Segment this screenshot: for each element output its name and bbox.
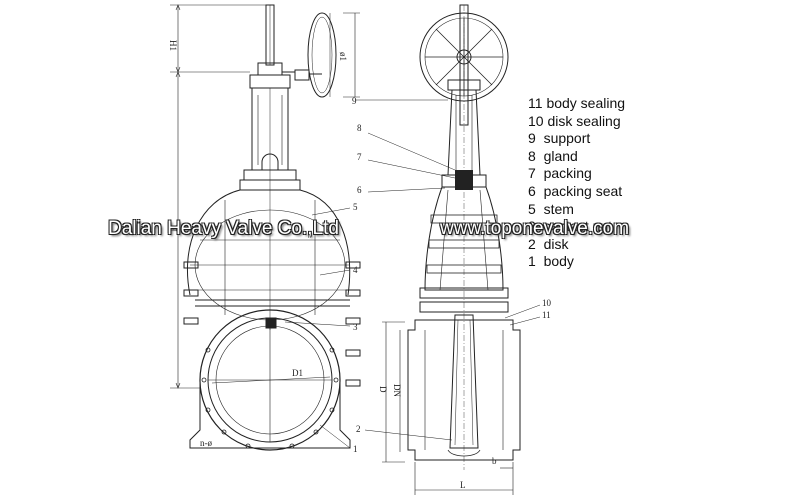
part-number: 2 [528,235,536,252]
part-item: 1 body [528,253,625,271]
part-name: stem [543,200,574,217]
callout-side-9: 9 [352,96,357,106]
part-name: support [543,130,591,147]
website-watermark: www.toponevalve.com [440,218,630,239]
part-item: 6 packing seat [528,183,625,201]
dim-d-label: D [378,386,388,393]
part-name: disk [543,235,569,252]
callout-front-1: 1 [353,444,358,454]
callout-side-6: 6 [357,185,362,195]
part-item: 3 contact nut [528,218,625,236]
part-number: 11 [528,95,543,111]
part-number: 3 [528,218,536,235]
part-number: 10 [528,112,544,129]
part-name: body [543,253,574,270]
part-number: 1 [528,253,536,270]
part-name: disk sealing [547,112,621,129]
part-name: gland [543,147,578,164]
callout-side-11: 11 [542,310,551,320]
callout-side-10: 10 [542,298,552,308]
callout-side-7: 7 [357,152,362,162]
callout-side-2: 2 [356,424,361,434]
front-view [170,4,361,451]
callout-front-3: 3 [353,322,358,332]
part-item: 9 support [528,130,625,148]
parts-legend: 11 body sealing 10 disk sealing 9 suppor… [528,95,625,271]
dim-dn-label: DN [392,384,402,397]
part-number: 5 [528,200,536,217]
part-item: 10 disk sealing [528,113,625,131]
dim-n-phi-label: n-ø [200,438,212,448]
dim-h1-label: H1 [168,40,178,51]
part-item: 8 gland [528,148,625,166]
part-number: 9 [528,130,536,147]
dim-h-label: H [168,225,178,232]
part-name: packing [543,165,592,182]
callout-side-8: 8 [357,123,362,133]
part-item: 11 body sealing [528,95,625,113]
part-item: 7 packing [528,165,625,183]
company-watermark: Dalian Heavy Valve Co.,Ltd [108,218,339,239]
part-number: 7 [528,165,536,182]
part-name: body sealing [546,95,626,111]
part-name: contact nut [543,218,613,235]
callout-front-5: 5 [353,202,358,212]
part-item: 5 stem [528,201,625,219]
dim-b-label: b [492,456,497,466]
part-item: 2 disk [528,236,625,254]
dim-d1-label: D1 [292,368,303,378]
callout-front-4: 4 [353,265,358,275]
part-number: 6 [528,182,536,199]
part-name: packing seat [543,182,623,199]
side-view [355,4,541,495]
part-number: 8 [528,147,536,164]
dim-phi1-label: ø1 [338,52,348,61]
dim-l-label: L [460,480,466,490]
